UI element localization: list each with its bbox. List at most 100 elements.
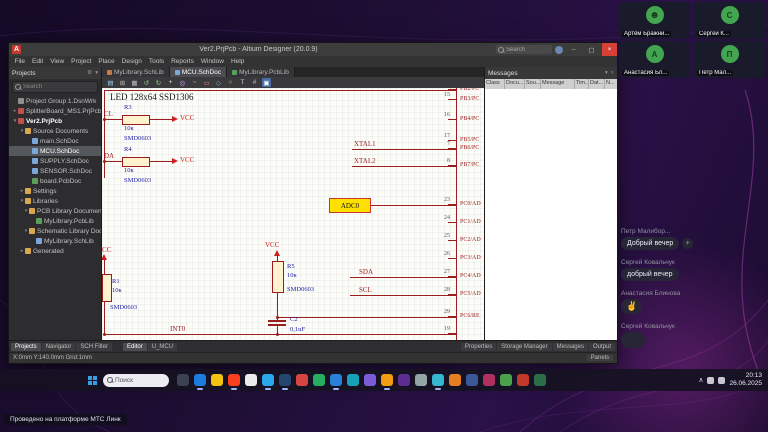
reaction-add-button[interactable]: + xyxy=(682,238,694,249)
column-class[interactable]: Class xyxy=(485,79,505,89)
titlebar-search[interactable] xyxy=(496,45,552,54)
menu-view[interactable]: View xyxy=(50,58,65,65)
resistor-r1[interactable] xyxy=(102,274,112,302)
taskbar-app-icon[interactable] xyxy=(194,374,206,390)
value[interactable]: 10к xyxy=(112,287,122,294)
tree-item-pcb-library-folder[interactable]: ▾PCB Library Documen... xyxy=(24,207,101,215)
menu-project[interactable]: Project xyxy=(71,58,92,65)
sheet-title[interactable]: LED 128x64 SSD1306 xyxy=(110,92,194,102)
participant-tile[interactable]: ☻ Артём Бражни... xyxy=(619,2,690,39)
net-label-xtal1[interactable]: XTAL1 xyxy=(354,140,376,148)
tree-item-sensor-schdoc[interactable]: SENSOR.SchDoc xyxy=(9,166,101,176)
resistor-r4[interactable] xyxy=(122,157,150,167)
vcc-power-arrow-icon[interactable] xyxy=(274,250,280,256)
designator[interactable]: R5 xyxy=(287,263,295,270)
taskbar-app-icon[interactable] xyxy=(211,374,223,386)
footprint[interactable]: SMD0603 xyxy=(124,135,152,142)
net-label-cl[interactable]: CL xyxy=(104,110,113,118)
tab-mylibrary-pcblib[interactable]: MyLibrary.PcbLib xyxy=(227,67,295,77)
tab-mylibrary-schlib[interactable]: MyLibrary.SchLib xyxy=(102,67,170,77)
vcc-power-arrow-icon[interactable] xyxy=(172,116,178,122)
footprint[interactable]: SMD0603 xyxy=(287,286,315,293)
undo-icon[interactable]: ↺ xyxy=(143,79,150,87)
tree-item-settings[interactable]: ▸Settings xyxy=(20,187,57,195)
tree-item-supply-schdoc[interactable]: SUPPLY.SchDoc xyxy=(9,156,101,166)
resistor-r3[interactable] xyxy=(122,115,150,125)
vcc-power-arrow-icon[interactable] xyxy=(172,158,178,164)
chevron-down-icon[interactable]: ▾ xyxy=(95,70,98,76)
close-icon[interactable]: × xyxy=(610,70,614,76)
vcc-power-label-clipped[interactable]: CC xyxy=(102,246,112,254)
wire-tool-icon[interactable]: ~ xyxy=(192,79,197,86)
tree-item-mylibrary-pcblib[interactable]: MyLibrary.PcbLib xyxy=(9,216,101,226)
projects-search-input[interactable] xyxy=(23,84,83,90)
taskbar-app-icon[interactable] xyxy=(330,374,342,390)
titlebar-search-input[interactable] xyxy=(506,46,544,53)
value[interactable]: 10к xyxy=(124,125,134,132)
collapse-icon[interactable]: ▾ xyxy=(20,198,24,204)
toolbar-icon[interactable]: ▦ xyxy=(131,79,138,87)
tree-item-sch-library-folder[interactable]: ▾Schematic Library Doc... xyxy=(24,227,101,235)
column-source[interactable]: Sou... xyxy=(525,79,541,89)
column-message[interactable]: Message xyxy=(541,79,575,89)
tree-item-libraries[interactable]: ▾Libraries xyxy=(20,197,58,205)
column-time[interactable]: Tim... xyxy=(575,79,589,89)
taskbar-app-icon[interactable] xyxy=(398,374,410,386)
component-outline[interactable] xyxy=(456,88,457,340)
rect-tool-icon[interactable]: ▭ xyxy=(203,79,210,87)
net-label-xtal2[interactable]: XTAL2 xyxy=(354,157,376,165)
expand-icon[interactable]: ▸ xyxy=(13,108,17,114)
tab-storage-manager[interactable]: Storage Manager xyxy=(497,342,552,351)
user-avatar-icon[interactable] xyxy=(555,45,563,54)
taskbar-app-icon[interactable] xyxy=(500,374,512,386)
footprint[interactable]: SMD0603 xyxy=(124,177,152,184)
taskbar-app-icon[interactable] xyxy=(466,374,478,386)
capacitor-c2[interactable] xyxy=(268,320,286,322)
taskbar-app-icon[interactable] xyxy=(313,374,325,386)
tab-sch-filter[interactable]: SCH Filter xyxy=(76,342,113,351)
menu-place[interactable]: Place xyxy=(98,58,115,65)
designator[interactable]: C2 xyxy=(290,316,298,323)
taskbar-clock[interactable]: 20:13 26.06.2025 xyxy=(729,372,762,388)
value[interactable]: 10к xyxy=(287,272,297,279)
chevron-down-icon[interactable]: ▾ xyxy=(605,70,608,76)
taskbar-app-icon[interactable] xyxy=(432,374,444,390)
designator[interactable]: R3 xyxy=(124,104,132,111)
add-icon[interactable]: + xyxy=(168,79,173,86)
menu-design[interactable]: Design xyxy=(121,58,142,65)
designator[interactable]: R1 xyxy=(112,278,120,285)
tray-chevron-icon[interactable]: ∧ xyxy=(698,377,704,384)
capacitor-c2[interactable] xyxy=(268,324,286,326)
taskbar-app-icon[interactable] xyxy=(228,374,240,390)
tab-output[interactable]: Output xyxy=(588,342,615,351)
footprint[interactable]: SMD0603 xyxy=(110,304,138,311)
vcc-power-label[interactable]: VCC xyxy=(180,156,195,164)
designator[interactable]: R4 xyxy=(124,146,132,153)
net-label-int0[interactable]: INT0 xyxy=(170,325,186,333)
menu-help[interactable]: Help xyxy=(230,58,245,65)
tree-item-dsnwrk[interactable]: Project Group 1.DsnWrk xyxy=(9,96,101,106)
column-date[interactable]: Dat... xyxy=(589,79,605,89)
text-tool-icon[interactable]: T xyxy=(240,79,245,86)
menu-reports[interactable]: Reports xyxy=(171,58,194,65)
net-label-adc0-highlight[interactable]: ADC0 xyxy=(329,198,371,213)
vcc-power-label[interactable]: VCC xyxy=(265,241,280,249)
toolbar-icon[interactable]: ▤ xyxy=(107,79,114,87)
tree-item-ver2[interactable]: ▾Ver2.PrjPcb xyxy=(13,117,63,125)
taskbar-app-icon[interactable] xyxy=(517,374,529,386)
tree-item-source-documents[interactable]: ▾Source Documents xyxy=(20,127,89,135)
value[interactable]: 10к xyxy=(124,167,134,174)
taskbar-app-icon[interactable] xyxy=(449,374,461,386)
taskbar-app-icon[interactable] xyxy=(483,374,495,386)
tab-projects[interactable]: Projects xyxy=(11,342,41,351)
maximize-button[interactable]: ▢ xyxy=(588,46,595,54)
tree-item-main-schdoc[interactable]: main.SchDoc xyxy=(9,136,101,146)
panels-button[interactable]: Panels xyxy=(586,355,613,361)
taskbar-app-icon[interactable] xyxy=(364,374,376,386)
collapse-icon[interactable]: ▾ xyxy=(13,118,17,124)
vcc-power-arrow-icon[interactable] xyxy=(102,254,107,260)
taskbar-search-input[interactable] xyxy=(115,376,155,384)
tab-u-mcu[interactable]: U_MCU xyxy=(147,342,178,351)
menu-file[interactable]: File xyxy=(14,58,25,65)
tree-item-board-pcbdoc[interactable]: board.PcbDoc xyxy=(9,176,101,186)
